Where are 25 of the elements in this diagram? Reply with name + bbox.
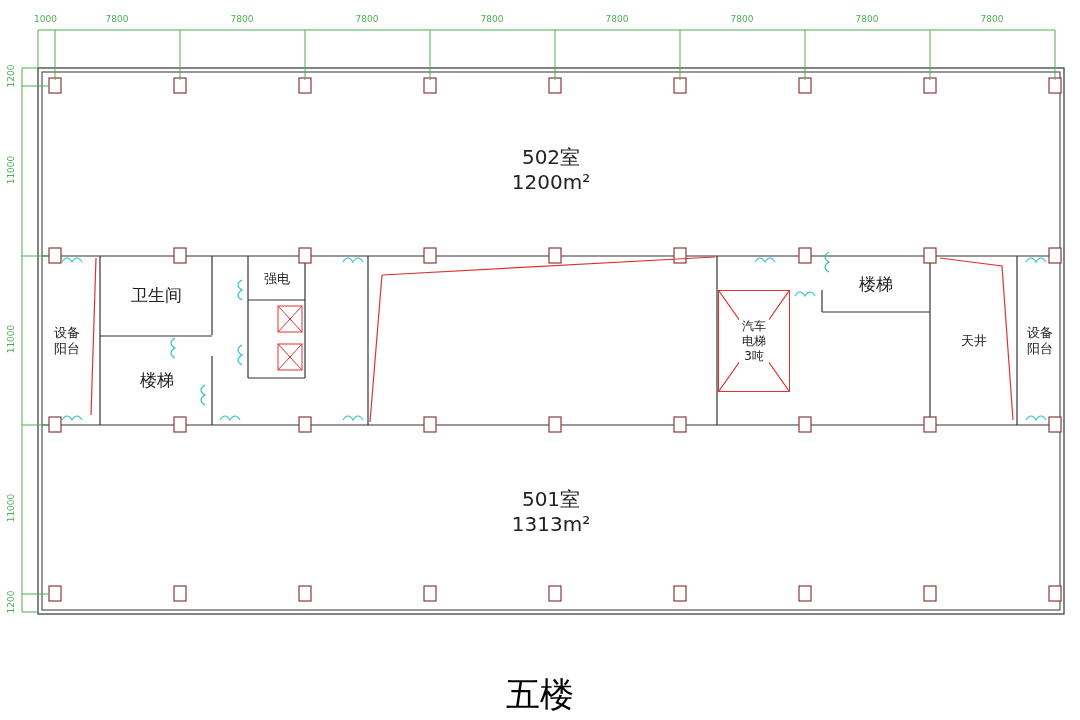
restroom: 卫生间	[101, 258, 212, 334]
dimension-label: 7800	[855, 14, 879, 24]
dimension-label: 7800	[105, 14, 129, 24]
stair-room: 楼梯	[823, 258, 929, 312]
light-well: 天井	[931, 258, 1017, 424]
dimension-label: 7800	[230, 14, 254, 24]
dimension-label: 7800	[480, 14, 504, 24]
dimension-label: 11000	[6, 324, 16, 354]
electrical-room: 强电	[249, 258, 305, 300]
dimension-label: 11000	[6, 155, 16, 185]
dimension-label: 1200	[6, 63, 16, 90]
dimension-label: 7800	[980, 14, 1004, 24]
office-room: 501室 1313m²	[44, 432, 1058, 592]
dimension-label: 7800	[355, 14, 379, 24]
office-room: 502室 1200m²	[44, 95, 1058, 245]
balcony-room: 设备阳台	[1018, 258, 1062, 424]
floor-title: 五楼	[505, 673, 575, 716]
dimension-label: 1200	[6, 589, 16, 616]
stair-room: 楼梯	[101, 337, 212, 424]
dimension-label: 1000	[34, 14, 57, 24]
dimension-label: 7800	[730, 14, 754, 24]
dimension-label: 7800	[605, 14, 629, 24]
balcony-room: 设备阳台	[44, 258, 90, 424]
dimension-label: 11000	[6, 493, 16, 523]
elevator-shaft: 汽车电梯3吨	[718, 290, 790, 392]
